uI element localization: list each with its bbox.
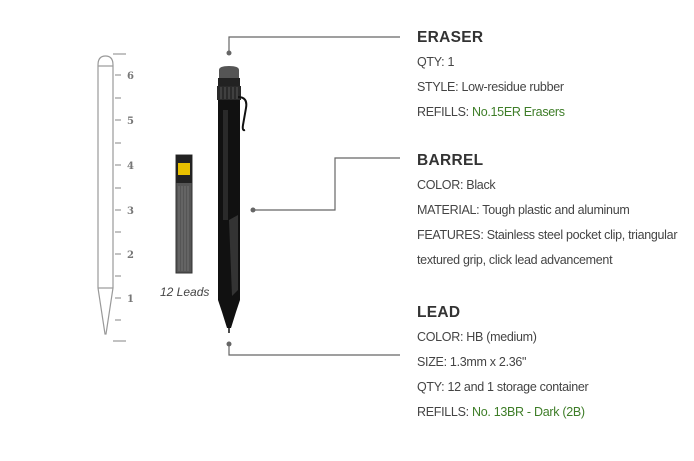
spec-line: SIZE: 1.3mm x 2.36" [417, 355, 527, 369]
ruler-number: 5 [127, 116, 134, 127]
spec-line: textured grip, click lead advancement [417, 253, 613, 267]
spec-line: MATERIAL: Tough plastic and aluminum [417, 203, 630, 217]
eraser-pointer-dot [226, 50, 232, 56]
barrel-section: BARREL COLOR: Black MATERIAL: Tough plas… [417, 148, 677, 273]
lead-container-icon [175, 154, 193, 274]
connector-lines [228, 36, 400, 356]
lead-refill-link[interactable]: No. 13BR - Dark (2B) [471, 405, 585, 419]
ruler-number: 2 [127, 250, 134, 261]
ruler-number: 3 [127, 206, 134, 217]
spec-line: QTY: 12 and 1 storage container [417, 380, 589, 394]
eraser-refill-link[interactable]: No.15ER Erasers [471, 105, 565, 119]
pencil-outline-icon [97, 55, 114, 335]
ruler-number: 4 [127, 161, 134, 172]
ruler-number: 1 [127, 294, 134, 305]
spec-line: COLOR: Black [417, 178, 496, 192]
lead-pointer-dot [226, 341, 232, 347]
barrel-pointer-dot [250, 207, 256, 213]
spec-line: REFILLS: No.15ER Erasers [417, 100, 565, 125]
spec-label: REFILLS: [417, 405, 472, 419]
spec-line: STYLE: Low-residue rubber [417, 80, 564, 94]
spec-line: FEATURES: Stainless steel pocket clip, t… [417, 228, 678, 242]
mechanical-pencil-icon [217, 66, 248, 333]
spec-line: COLOR: HB (medium) [417, 330, 537, 344]
leads-label: 12 Leads [160, 285, 210, 299]
eraser-section: ERASER QTY: 1 STYLE: Low-residue rubber … [417, 25, 565, 125]
ruler-number: 6 [127, 71, 134, 82]
section-title: ERASER [417, 29, 484, 46]
spec-line: QTY: 1 [417, 55, 455, 69]
spec-line: REFILLS: No. 13BR - Dark (2B) [417, 400, 588, 425]
lead-section: LEAD COLOR: HB (medium) SIZE: 1.3mm x 2.… [417, 300, 589, 425]
ruler [113, 53, 126, 342]
section-title: BARREL [417, 152, 484, 169]
spec-label: REFILLS: [417, 105, 472, 119]
section-title: LEAD [417, 304, 461, 321]
